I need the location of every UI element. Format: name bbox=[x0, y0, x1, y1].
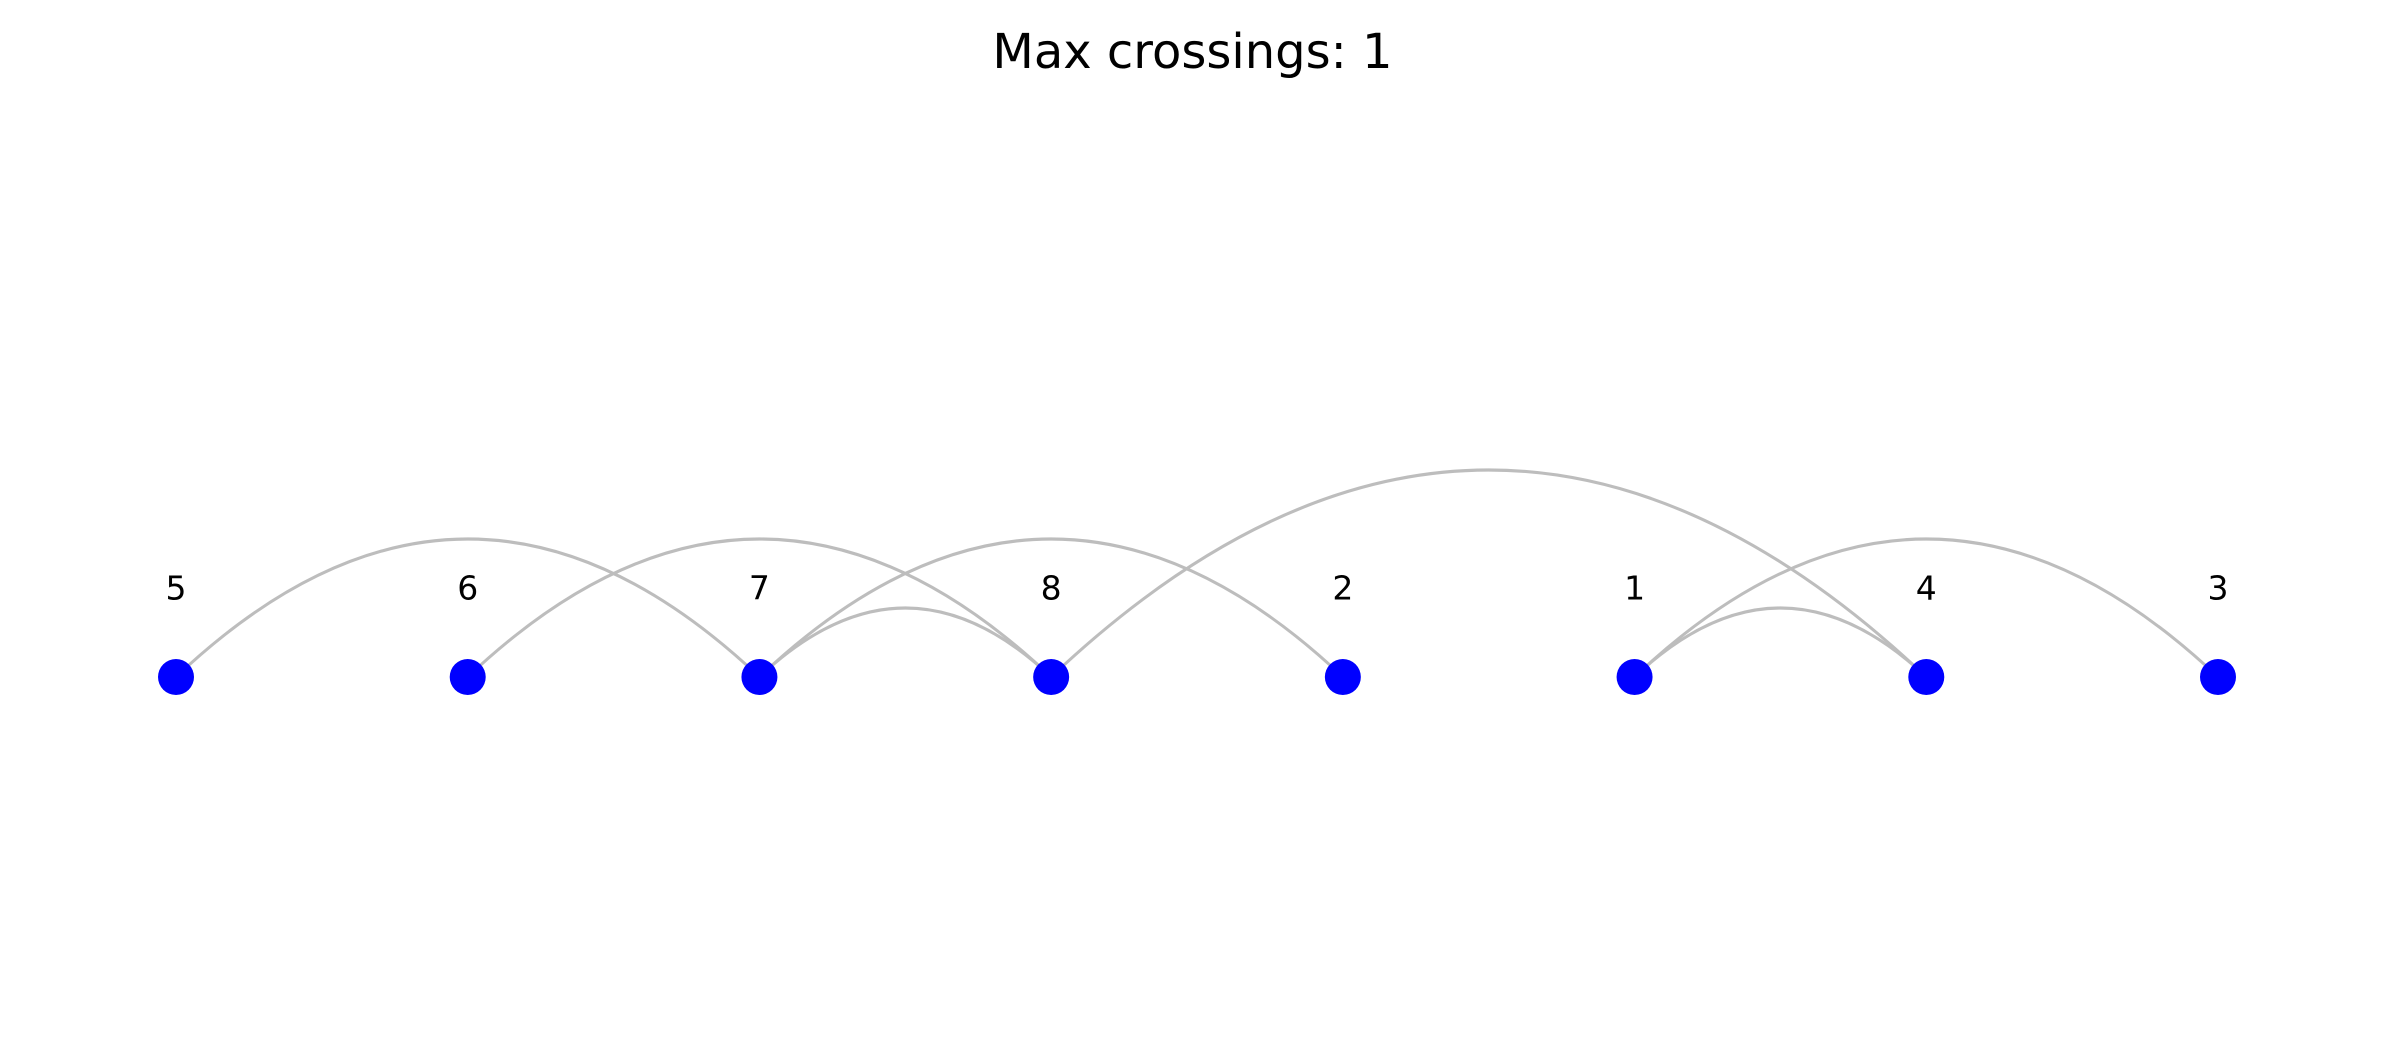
node-label-2: 2 bbox=[1332, 569, 1353, 608]
node-8 bbox=[1033, 659, 1070, 695]
node-1 bbox=[1616, 659, 1653, 695]
node-label-3: 3 bbox=[2208, 569, 2229, 608]
node-label-5: 5 bbox=[166, 569, 187, 608]
node-label-6: 6 bbox=[457, 569, 478, 608]
node-4 bbox=[1908, 659, 1945, 695]
edge-5-7 bbox=[174, 537, 761, 679]
edge-7-8 bbox=[758, 606, 1053, 679]
labels-layer: 5 6 7 8 2 1 4 3 bbox=[166, 569, 2229, 608]
edge-7-2 bbox=[758, 537, 1344, 679]
node-2 bbox=[1324, 659, 1361, 695]
page-title: Max crossings: 1 bbox=[992, 24, 1393, 80]
node-7 bbox=[741, 659, 778, 695]
node-label-7: 7 bbox=[749, 569, 770, 608]
edge-6-8 bbox=[466, 537, 1053, 679]
nodes-layer bbox=[158, 659, 2236, 695]
node-6 bbox=[449, 659, 486, 695]
edges-layer bbox=[174, 468, 2220, 679]
node-label-1: 1 bbox=[1624, 569, 1645, 608]
node-label-4: 4 bbox=[1916, 569, 1937, 608]
node-3 bbox=[2200, 659, 2236, 695]
edge-1-4 bbox=[1633, 606, 1928, 679]
edge-8-4 bbox=[1050, 468, 1928, 679]
node-5 bbox=[158, 659, 194, 695]
node-label-8: 8 bbox=[1041, 569, 1062, 608]
edge-1-3 bbox=[1633, 537, 2220, 679]
